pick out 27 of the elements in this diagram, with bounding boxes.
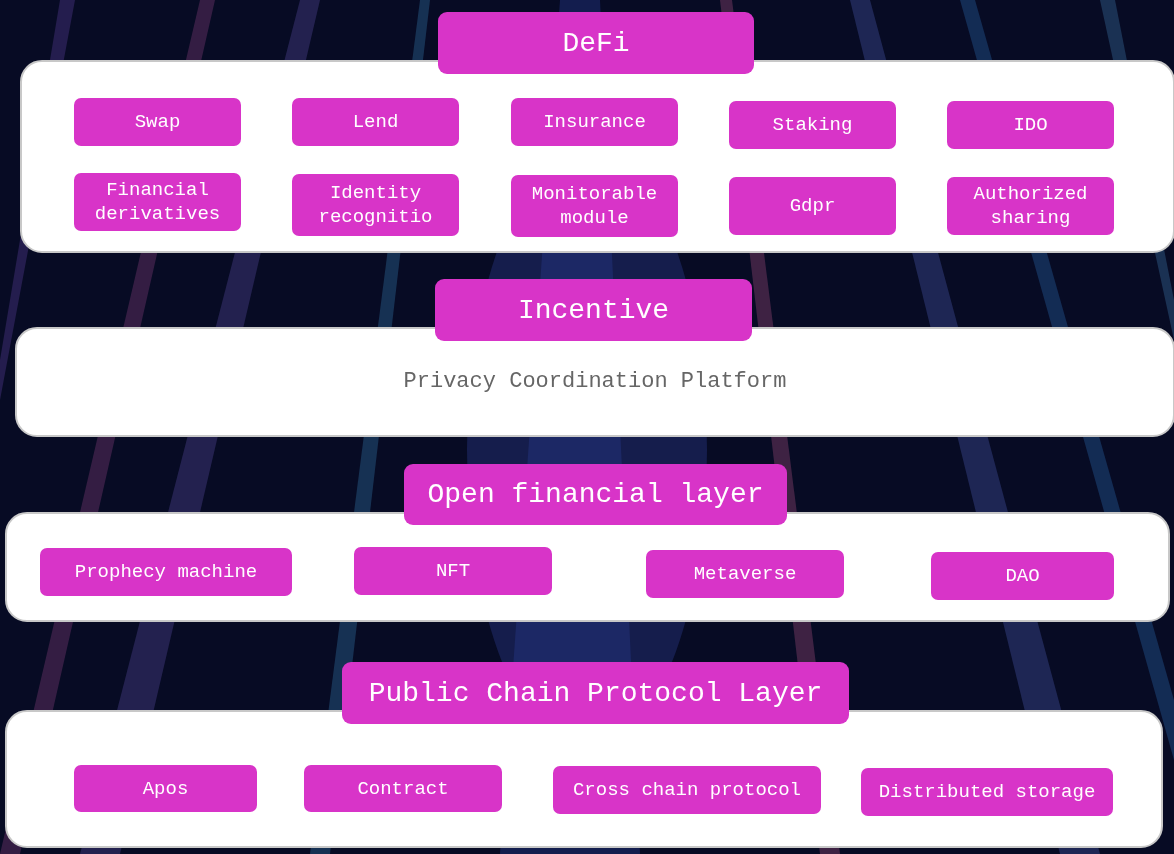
module-box: Staking xyxy=(729,101,896,149)
layer-panel xyxy=(15,279,1174,437)
layer-heading-tab: DeFi xyxy=(438,12,754,74)
layer-heading-tab: Open financial layer xyxy=(404,464,787,525)
layer-body-text: Privacy Coordination Platform xyxy=(402,369,788,394)
module-box: Monitorable module xyxy=(511,175,678,237)
module-box: Authorized sharing xyxy=(947,177,1114,235)
layer-panel xyxy=(20,12,1174,253)
module-box: DAO xyxy=(931,552,1114,600)
module-box: Gdpr xyxy=(729,177,896,235)
module-box: Lend xyxy=(292,98,459,146)
module-box: Prophecy machine xyxy=(40,548,292,596)
module-box: Swap xyxy=(74,98,241,146)
module-box: IDO xyxy=(947,101,1114,149)
module-box: Identity recognitio xyxy=(292,174,459,236)
module-box: Contract xyxy=(304,765,502,812)
module-box: NFT xyxy=(354,547,552,595)
module-box: Apos xyxy=(74,765,257,812)
layer-heading-tab: Public Chain Protocol Layer xyxy=(342,662,849,724)
module-box: Distributed storage xyxy=(861,768,1113,816)
layer-panel xyxy=(5,464,1170,622)
layer-heading-tab: Incentive xyxy=(435,279,752,341)
module-box: Cross chain protocol xyxy=(553,766,821,814)
module-box: Financial derivatives xyxy=(74,173,241,231)
module-box: Metaverse xyxy=(646,550,844,598)
module-box: Insurance xyxy=(511,98,678,146)
layer-panel xyxy=(5,662,1163,848)
